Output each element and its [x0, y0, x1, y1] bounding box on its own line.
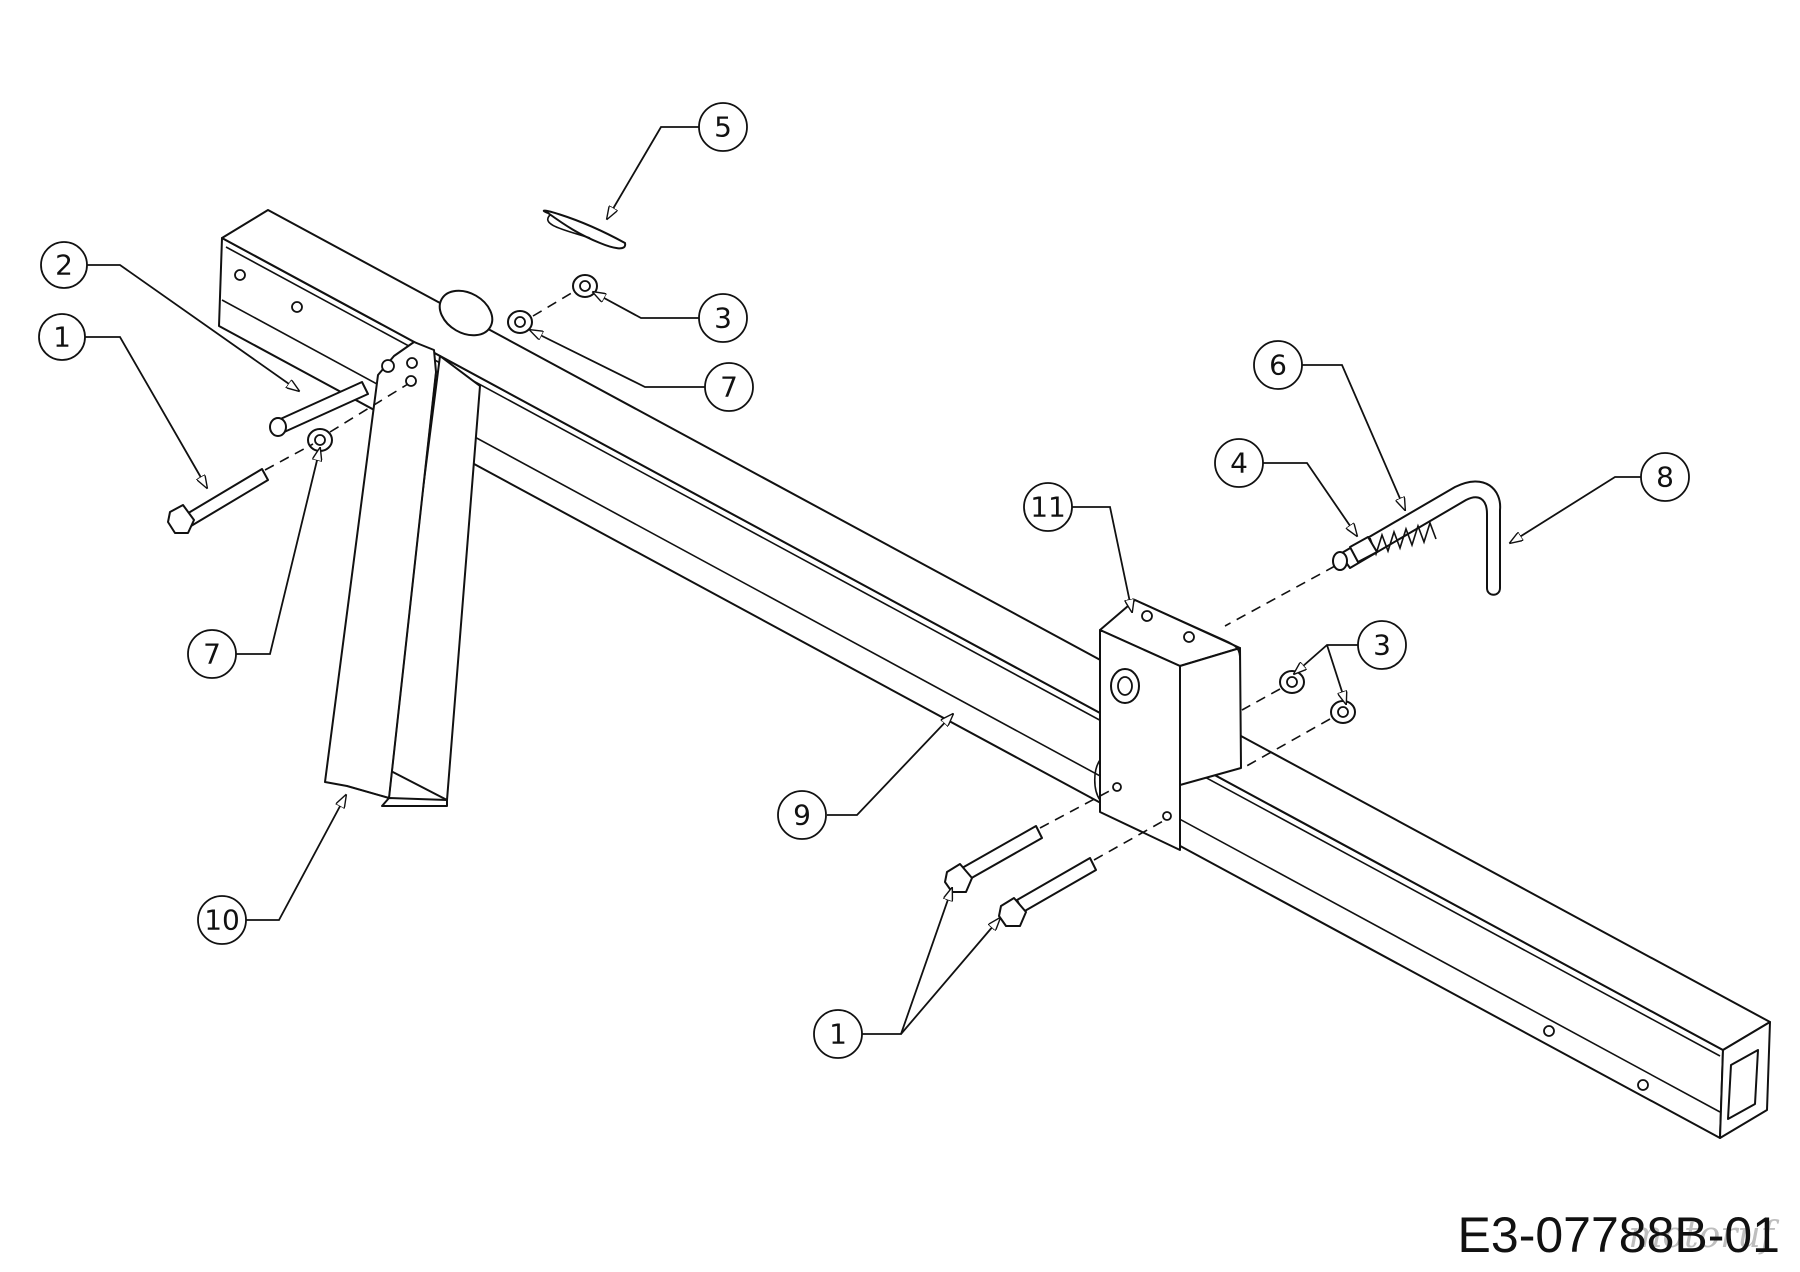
- callout-1-left-label: 1: [53, 321, 71, 354]
- callout-8-label: 8: [1656, 461, 1674, 494]
- callout-2: 2: [40, 241, 88, 289]
- bolt-one-lower-b: [998, 819, 1166, 927]
- callout-10-label: 10: [204, 904, 240, 937]
- callout-2-label: 2: [55, 249, 73, 282]
- compression-spring: [1369, 520, 1437, 557]
- callout-7-lower-label: 7: [203, 638, 221, 671]
- callout-6: 6: [1253, 340, 1303, 390]
- callout-9-label: 9: [793, 799, 811, 832]
- upper-lock-nut: [507, 290, 576, 334]
- bolt-two: [269, 381, 369, 437]
- bolt-one-lower-a: [944, 787, 1116, 893]
- pin-tip: [1224, 536, 1378, 627]
- callout-1-lower-label: 1: [829, 1018, 847, 1051]
- callout-8: 8: [1640, 452, 1690, 502]
- callout-3-right-label: 3: [1373, 629, 1391, 662]
- watermark-logo: motoruf: [1628, 1215, 1774, 1256]
- callout-3-upper: 3: [698, 293, 748, 343]
- callout-7-lower: 7: [187, 629, 237, 679]
- lower-lock-nut: [307, 383, 409, 452]
- callout-9: 9: [777, 790, 827, 840]
- callout-3-upper-label: 3: [714, 302, 732, 335]
- right-nut-upper: [1241, 670, 1305, 711]
- main-frame-tube: [218, 209, 1771, 1139]
- callout-5-label: 5: [714, 111, 732, 144]
- mounting-bracket: [1093, 599, 1242, 851]
- handle-pin: [1332, 480, 1502, 596]
- callout-11-label: 11: [1030, 491, 1066, 524]
- callout-5: 5: [698, 102, 748, 152]
- callout-7-upper-label: 7: [720, 371, 738, 404]
- bolt-one-left: [167, 443, 314, 534]
- hitch-pin-clip: [542, 209, 627, 250]
- callout-4: 4: [1214, 438, 1264, 488]
- callout-1-lower: 1: [813, 1009, 863, 1059]
- support-leg: [324, 341, 481, 807]
- drawing-number: E3-07788B-01: [1457, 1207, 1780, 1263]
- callout-4-label: 4: [1230, 447, 1248, 480]
- callout-7-upper: 7: [704, 362, 754, 412]
- callout-11: 11: [1023, 482, 1073, 532]
- callout-1-left: 1: [38, 313, 86, 361]
- callout-6-label: 6: [1269, 349, 1287, 382]
- callout-3-right: 3: [1357, 620, 1407, 670]
- leader-lines: [85, 126, 1641, 1035]
- callout-10: 10: [197, 895, 247, 945]
- upper-nut: [572, 274, 598, 298]
- tube-washer: [438, 289, 494, 337]
